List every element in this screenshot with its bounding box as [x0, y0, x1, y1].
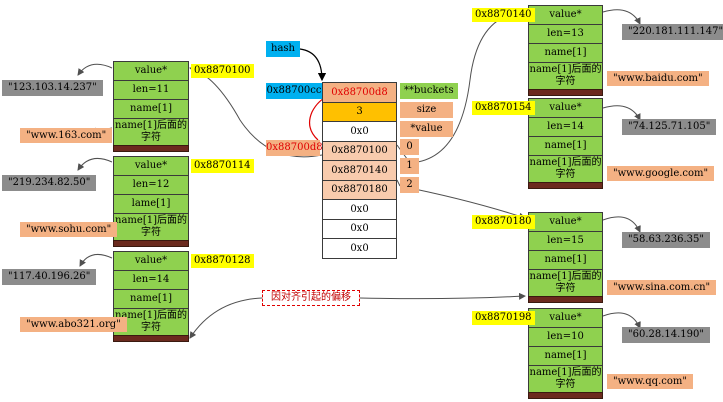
node-field-len: len=14: [528, 117, 603, 137]
alignment-note: 因对齐引起的偏移: [262, 290, 360, 306]
hashtable-cell: 0x8870140: [322, 160, 397, 181]
node-field-after: name[1]后面的 字符: [528, 269, 603, 297]
domain-name: "www.163.com": [20, 128, 113, 143]
table-address: 0x88700cc: [266, 83, 322, 99]
hashtable-cell: 0x0: [322, 121, 397, 142]
hashtable-cell: 0x0: [322, 238, 397, 259]
node-address: 0x8870100: [191, 64, 254, 78]
node-field-name: name[1]: [528, 43, 603, 63]
node-field-name: name[1]: [113, 99, 189, 119]
domain-name: "www.abo321.org": [20, 317, 127, 332]
domain-name: "www.sohu.com": [20, 222, 118, 237]
hashtable-cell: 0x0: [322, 218, 397, 239]
node-field-after: name[1]后面的 字符: [528, 155, 603, 183]
node-address: 0x8870128: [191, 254, 254, 268]
node-field-len: len=12: [113, 175, 189, 195]
ip-address: "123.103.14.237": [2, 80, 103, 96]
node-field-after: name[1]后面的 字符: [113, 213, 189, 241]
node-address: 0x8870140: [472, 8, 535, 22]
ip-address: "74.125.71.105": [622, 119, 717, 135]
hashtable-cell: 0x0: [322, 199, 397, 220]
node-field-value: value*: [113, 61, 189, 81]
hashtable-cell: 3: [322, 101, 397, 122]
node-field-name: name[1]: [528, 250, 603, 270]
node-field-len: len=15: [528, 231, 603, 251]
hashtable-field-label: **buckets: [400, 83, 458, 99]
hashtable-field-label: *value: [400, 121, 453, 137]
node-address: 0x8870154: [472, 101, 535, 115]
hashtable-field-label: size: [400, 102, 453, 118]
alignment-arrow-left: [189, 297, 263, 339]
node-field-len: len=11: [113, 80, 189, 100]
node-field-value: value*: [528, 5, 603, 25]
hashtable-cell: 0x8870180: [322, 179, 397, 200]
node-field-value: value*: [528, 308, 603, 328]
node-separator: [113, 240, 189, 247]
ip-address: "60.28.14.190": [622, 327, 710, 343]
ip-address: "117.40.196.26": [2, 269, 97, 285]
alignment-arrow-right: [359, 292, 526, 300]
node-field-name: name[1]: [113, 289, 189, 309]
domain-name: "www.baidu.com": [607, 71, 709, 86]
hash-arrow: [299, 48, 327, 82]
buckets-address-label: 0x88700d8: [266, 140, 323, 156]
node-field-value: value*: [528, 212, 603, 232]
node-address: 0x8870180: [472, 215, 535, 229]
hash-label: hash: [266, 41, 300, 57]
node-field-len: len=13: [528, 24, 603, 44]
node-separator: [528, 296, 603, 303]
ip-address: "58.63.236.35": [622, 232, 710, 248]
node-field-value: value*: [113, 251, 189, 271]
node-field-len: len=10: [528, 327, 603, 347]
node-separator: [113, 145, 189, 152]
node-field-name: name[1]: [528, 136, 603, 156]
node-separator: [113, 335, 189, 342]
hashtable-field-label: 1: [400, 158, 419, 174]
hashtable-field-label: 2: [400, 177, 419, 193]
node-separator: [528, 89, 603, 96]
hashtable-field-label: 0: [400, 139, 419, 155]
ip-address: "219.234.82.50": [2, 175, 97, 191]
node-field-value: value*: [528, 98, 603, 118]
node-address: 0x8870198: [472, 311, 535, 325]
node-separator: [528, 182, 603, 189]
node-field-name: lame[1]: [113, 194, 189, 214]
node-separator: [528, 392, 603, 399]
node-field-after: name[1]后面的 字符: [113, 118, 189, 146]
hashtable-cell: 0x88700d8: [322, 82, 397, 103]
domain-name: "www.google.com": [607, 166, 715, 181]
hashtable-cell: 0x8870100: [322, 140, 397, 161]
node-address: 0x8870114: [191, 159, 254, 173]
ip-address: "220.181.111.147": [622, 24, 723, 40]
node-field-after: name[1]后面的 字符: [528, 62, 603, 90]
domain-name: "www.sina.com.cn": [607, 280, 717, 295]
domain-name: "www.qq.com": [607, 374, 693, 389]
node-field-len: len=14: [113, 270, 189, 290]
node-field-value: value*: [113, 156, 189, 176]
node-field-name: name[1]: [528, 346, 603, 366]
node-field-after: name[1]后面的 字符: [528, 365, 603, 393]
